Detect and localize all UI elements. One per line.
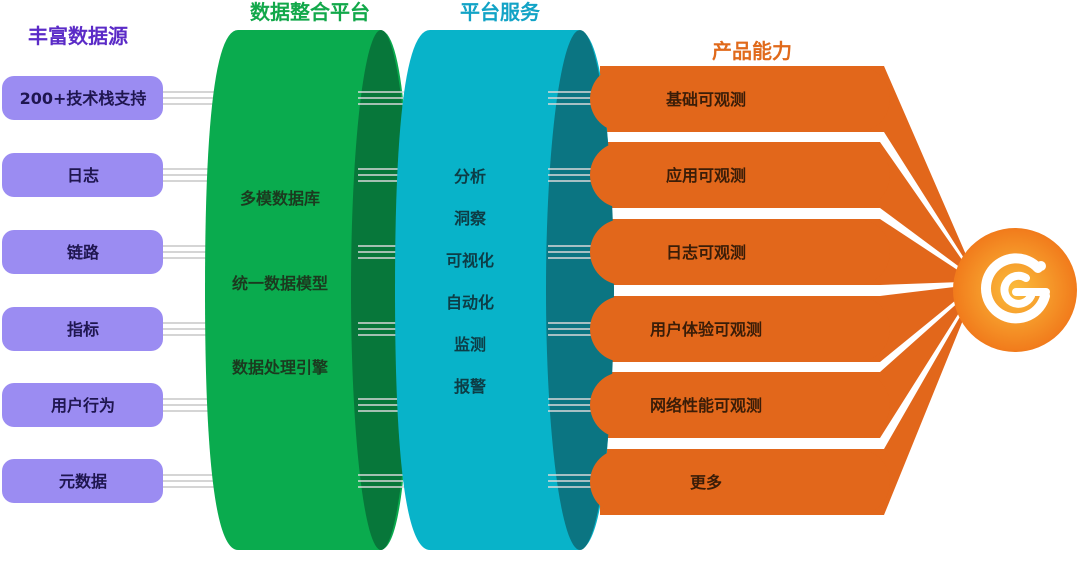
source-label: 元数据 (59, 472, 107, 491)
source-item: 日志 (2, 153, 163, 197)
source-item: 链路 (2, 230, 163, 274)
integration-item: 多模数据库 (240, 189, 320, 208)
capability-item: 更多 (590, 449, 890, 515)
capability-item: 网络性能可观测 (590, 372, 890, 438)
capability-label: 基础可观测 (665, 90, 746, 109)
source-label: 日志 (67, 166, 99, 185)
capability-item: 日志可观测 (590, 219, 890, 285)
capability-label: 应用可观测 (666, 166, 746, 185)
integration-title: 数据整合平台 (250, 0, 370, 24)
service-item: 分析 (454, 167, 486, 186)
source-label: 链路 (67, 243, 100, 262)
integration-cylinder (205, 30, 411, 550)
source-pill (2, 307, 163, 351)
source-item: 200+技术栈支持 (2, 76, 163, 120)
services-title: 平台服务 (460, 0, 541, 24)
source-label: 指标 (67, 320, 99, 339)
source-label: 用户行为 (51, 396, 115, 415)
service-item: 洞察 (454, 209, 487, 228)
capability-item: 应用可观测 (590, 142, 890, 208)
source-label: 200+技术栈支持 (20, 89, 147, 108)
capabilities-title: 产品能力 (712, 39, 792, 63)
capability-pill (590, 219, 890, 285)
sources-title: 丰富数据源 (28, 24, 128, 48)
source-pill (2, 153, 163, 197)
service-item: 报警 (454, 377, 486, 396)
capability-label: 更多 (690, 473, 722, 492)
service-item: 可视化 (446, 251, 494, 270)
source-pill (2, 383, 163, 427)
capability-item: 用户体验可观测 (590, 296, 890, 362)
capability-pill (590, 449, 890, 515)
source-pill (2, 76, 163, 120)
capability-label: 网络性能可观测 (650, 396, 762, 415)
source-item: 用户行为 (2, 383, 163, 427)
source-item: 元数据 (2, 459, 163, 503)
capability-pill (590, 372, 890, 438)
capability-label: 日志可观测 (666, 243, 746, 262)
g-logo-icon (953, 228, 1077, 352)
service-item: 监测 (454, 335, 486, 354)
source-pill (2, 230, 163, 274)
source-item: 指标 (2, 307, 163, 351)
service-item: 自动化 (446, 293, 494, 312)
services-cylinder (395, 30, 614, 550)
capability-label: 用户体验可观测 (650, 320, 762, 339)
capability-pill (590, 296, 890, 362)
integration-item: 数据处理引擎 (232, 358, 329, 377)
source-pill (2, 459, 163, 503)
capability-item: 基础可观测 (590, 66, 890, 132)
integration-item: 统一数据模型 (232, 274, 328, 293)
capability-fan (600, 66, 975, 515)
capability-pill (590, 66, 890, 132)
capability-pill (590, 142, 890, 208)
